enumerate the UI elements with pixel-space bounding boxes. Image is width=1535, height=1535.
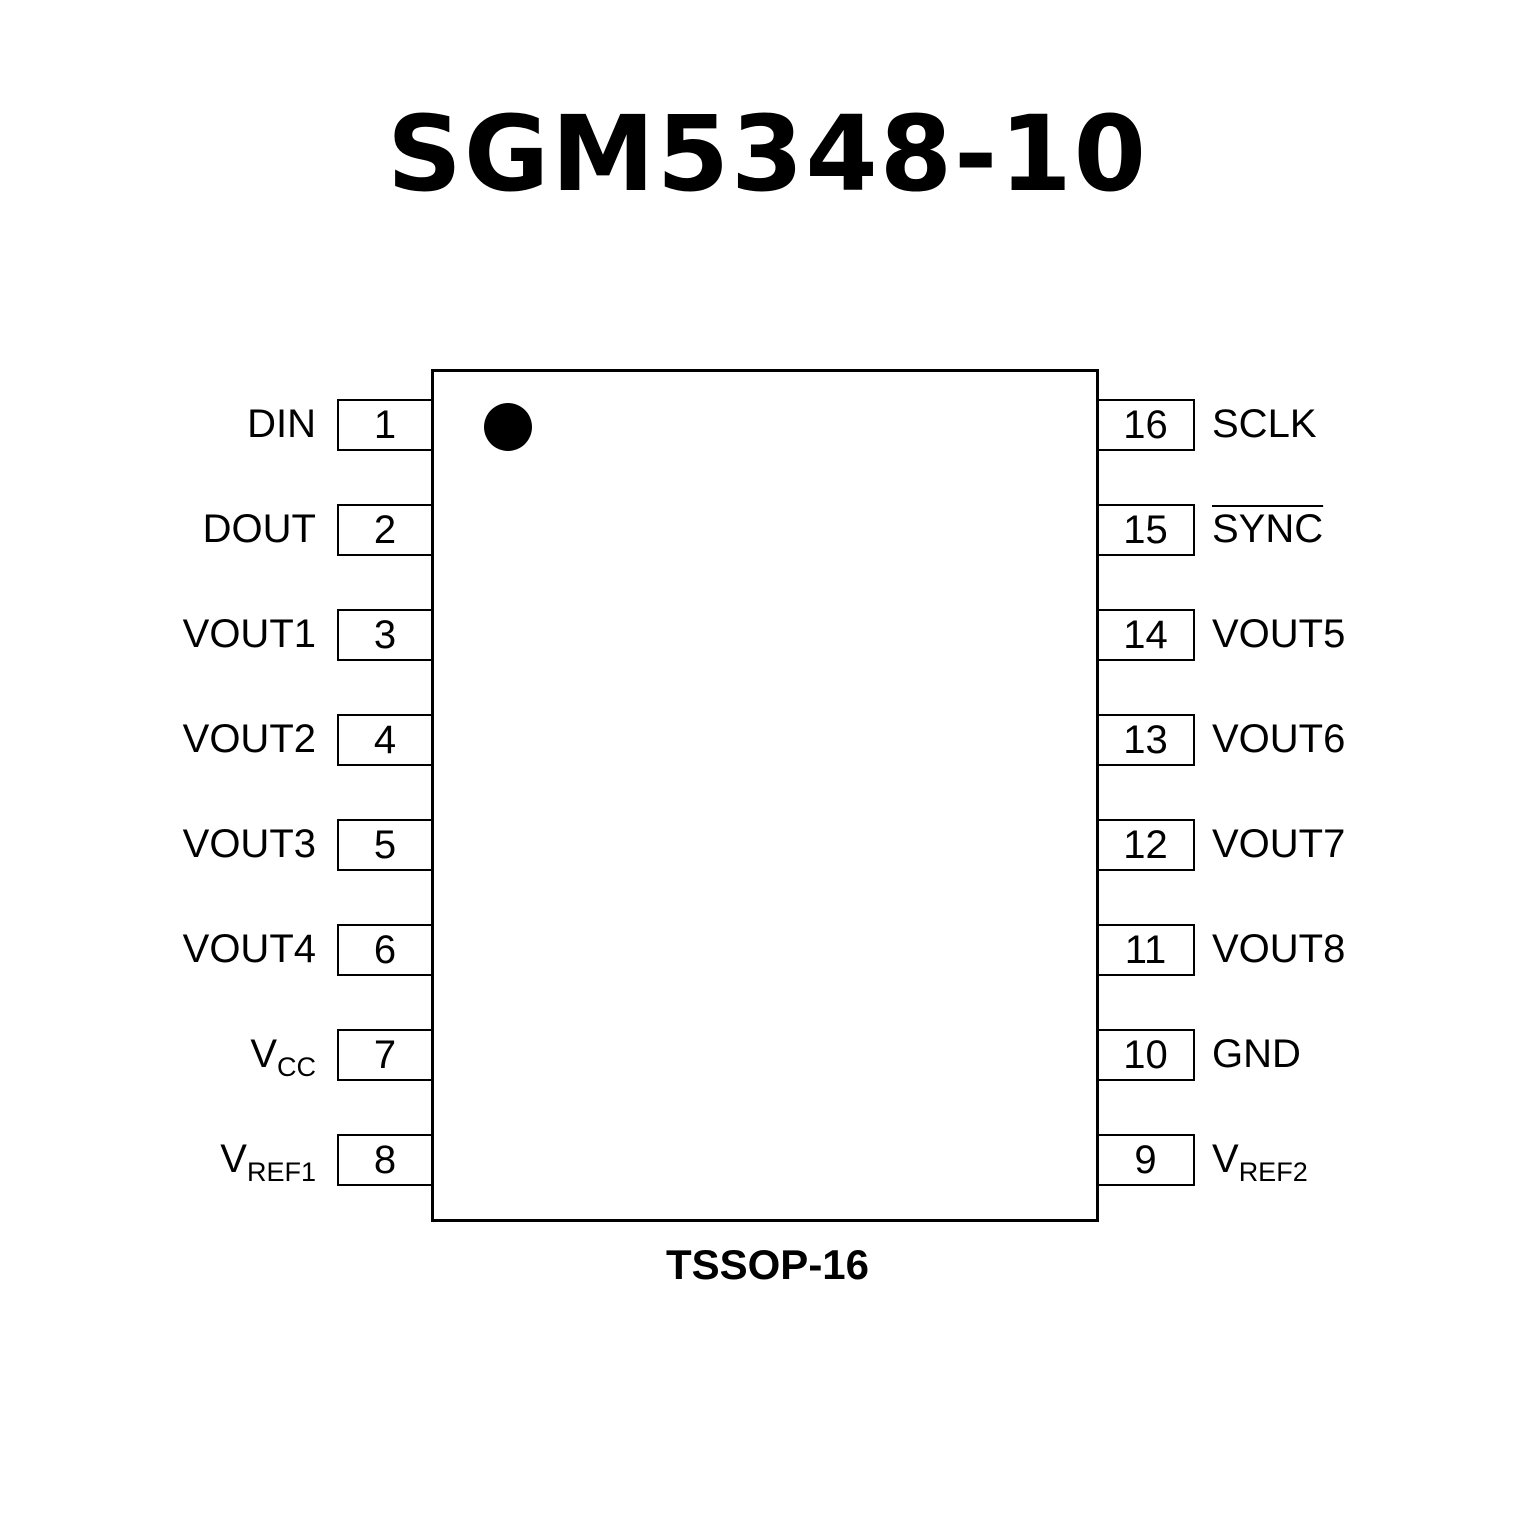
pin-name: VOUT4 [182, 927, 316, 971]
pin-number-box: 8 [337, 1134, 431, 1186]
pin-name: DOUT [202, 507, 316, 551]
pin-label: VREF2 [1212, 1135, 1308, 1186]
pin-number-box: 12 [1098, 819, 1195, 871]
pin-label: VOUT4 [183, 925, 316, 973]
pin-name: VOUT6 [1212, 717, 1346, 761]
pin-name: SYNC [1212, 507, 1324, 551]
pin-number-box: 1 [337, 399, 431, 451]
pin-name-subscript: REF1 [246, 1157, 316, 1187]
pin-label: VOUT6 [1212, 715, 1345, 763]
pin-name: VOUT2 [182, 717, 316, 761]
pin-name: VOUT8 [1212, 927, 1346, 971]
diagram-title: SGM5348-10 [386, 93, 1149, 215]
pin1-indicator-dot [484, 403, 532, 451]
pin-name: VOUT5 [1212, 612, 1346, 656]
pin-name: VOUT3 [182, 822, 316, 866]
pin-number-box: 14 [1098, 609, 1195, 661]
pin-label: VCC [250, 1030, 316, 1081]
pin-name: VOUT1 [182, 612, 316, 656]
pin-name: V [1212, 1137, 1239, 1181]
pin-label: DOUT [203, 505, 316, 553]
pin-number-box: 2 [337, 504, 431, 556]
pin-number-box: 4 [337, 714, 431, 766]
pin-name: V [250, 1032, 277, 1076]
pin-name-subscript: REF2 [1238, 1157, 1308, 1187]
pin-label: SCLK [1212, 400, 1317, 448]
pin-label: VOUT2 [183, 715, 316, 763]
pin-label: DIN [247, 400, 316, 448]
ic-package-body [431, 369, 1099, 1222]
pin-number-box: 5 [337, 819, 431, 871]
pin-label: VOUT7 [1212, 820, 1345, 868]
pin-name: V [220, 1137, 247, 1181]
pin-number-box: 13 [1098, 714, 1195, 766]
pin-label: VOUT5 [1212, 610, 1345, 658]
pin-label: VOUT8 [1212, 925, 1345, 973]
pin-number-box: 7 [337, 1029, 431, 1081]
package-label: TSSOP-16 [665, 1241, 870, 1288]
pin-label: VOUT3 [183, 820, 316, 868]
pin-number-box: 11 [1098, 924, 1195, 976]
pin-number-box: 9 [1098, 1134, 1195, 1186]
pin-name: VOUT7 [1212, 822, 1346, 866]
pin-label: VREF1 [220, 1135, 316, 1186]
pin-name: SCLK [1212, 402, 1317, 446]
pin-name: GND [1212, 1032, 1301, 1076]
pin-number-box: 3 [337, 609, 431, 661]
pin-number-box: 6 [337, 924, 431, 976]
pin-number-box: 15 [1098, 504, 1195, 556]
pin-number-box: 10 [1098, 1029, 1195, 1081]
pin-number-box: 16 [1098, 399, 1195, 451]
pin-name: DIN [247, 402, 316, 446]
pin-name-subscript: CC [277, 1052, 316, 1082]
pin-label: SYNC [1212, 505, 1323, 553]
pin-label: VOUT1 [183, 610, 316, 658]
pin-label: GND [1212, 1030, 1301, 1078]
